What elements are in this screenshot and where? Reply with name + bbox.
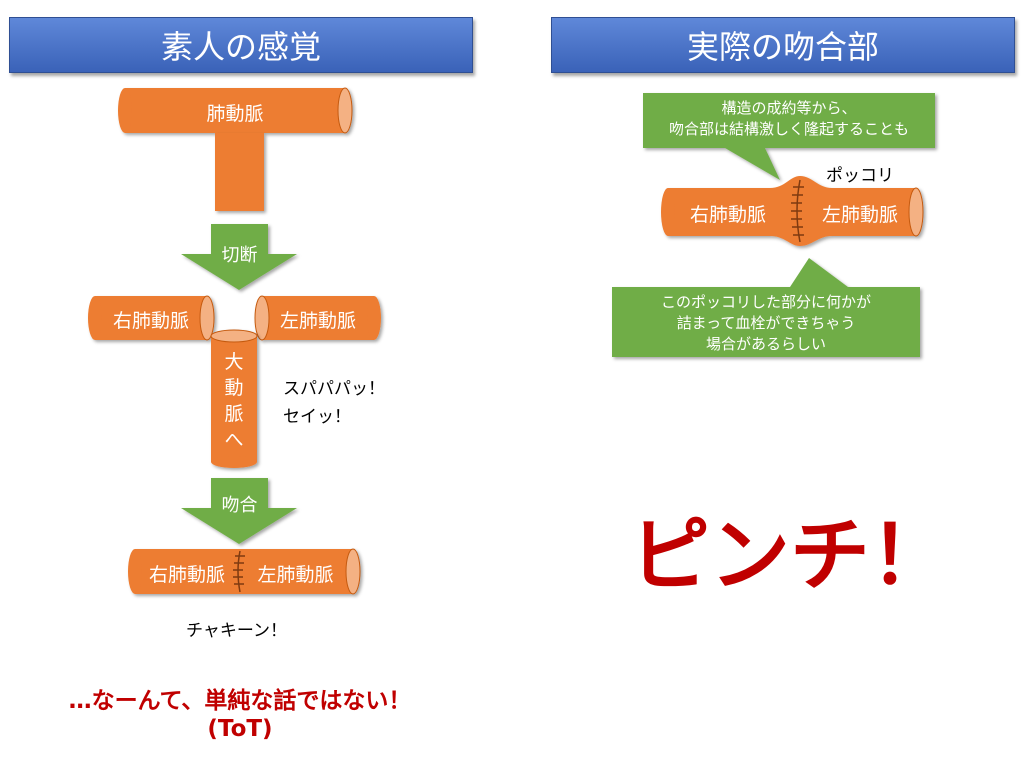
emoticon-text: (ToT) [207, 716, 273, 742]
callout-bottom-line: 詰まって血栓ができちゃう [676, 314, 856, 332]
callout-top-line: 構造の成約等から、 [721, 99, 857, 117]
conclusion-text: …なーんて、単純な話ではない！ [68, 688, 412, 714]
cut-label: 切断 [221, 245, 258, 266]
callout-bottom-text: このポッコリした部分に何かが 詰まって血栓ができちゃう 場合があるらしい [612, 292, 920, 355]
aorta-char: 動 [224, 377, 244, 399]
swoosh-text: スパパパッ！ セイッ！ [283, 375, 385, 431]
anastomosis-label: 吻合 [221, 495, 258, 516]
left-pa-label: 左肺動脈 [279, 310, 356, 332]
callout-top-text: 構造の成約等から、 吻合部は結構激しく隆起することも [643, 98, 935, 140]
aorta-char: 脈 [224, 403, 244, 425]
anastomosis-arrow [181, 478, 297, 544]
cut-arrow [181, 224, 297, 290]
swoosh-line: セイッ！ [283, 407, 351, 427]
suture-line-right [791, 179, 804, 243]
joined-right-pa-label: 右肺動脈 [148, 564, 225, 586]
right-pa-pipe [88, 295, 215, 341]
aorta-label: 大 動 脈 へ [211, 349, 257, 453]
left-pa-pipe [254, 295, 381, 341]
aorta-pipe [210, 329, 258, 468]
joined-left-pa-label: 左肺動脈 [257, 564, 334, 586]
suture-line-left [233, 550, 245, 593]
pulmonary-trunk-stem [215, 133, 264, 211]
callout-bottom-line: このポッコリした部分に何かが [660, 293, 871, 311]
pulmonary-trunk-label: 肺動脈 [206, 103, 264, 125]
done-text: チャキーン！ [186, 621, 287, 641]
callout-bottom-shape [612, 258, 920, 357]
aorta-char: へ [224, 429, 244, 451]
callout-top-shape [643, 93, 935, 180]
callout-top-line: 吻合部は結構激しく隆起することも [668, 120, 909, 138]
callout-bottom-line: 場合があるらしい [705, 335, 826, 353]
pinch-text: ピンチ！ [630, 509, 950, 602]
left-panel-title: 素人の感覚 [9, 17, 473, 73]
bumped-right-pa-label: 右肺動脈 [689, 204, 766, 226]
bump-label: ポッコリ [826, 166, 894, 186]
right-panel-title: 実際の吻合部 [551, 17, 1015, 73]
bumped-left-pa-label: 左肺動脈 [821, 204, 898, 226]
swoosh-line: スパパパッ！ [283, 379, 385, 399]
right-pa-label: 右肺動脈 [112, 310, 189, 332]
pulmonary-trunk-pipe [118, 87, 353, 134]
aorta-char: 大 [224, 351, 244, 373]
